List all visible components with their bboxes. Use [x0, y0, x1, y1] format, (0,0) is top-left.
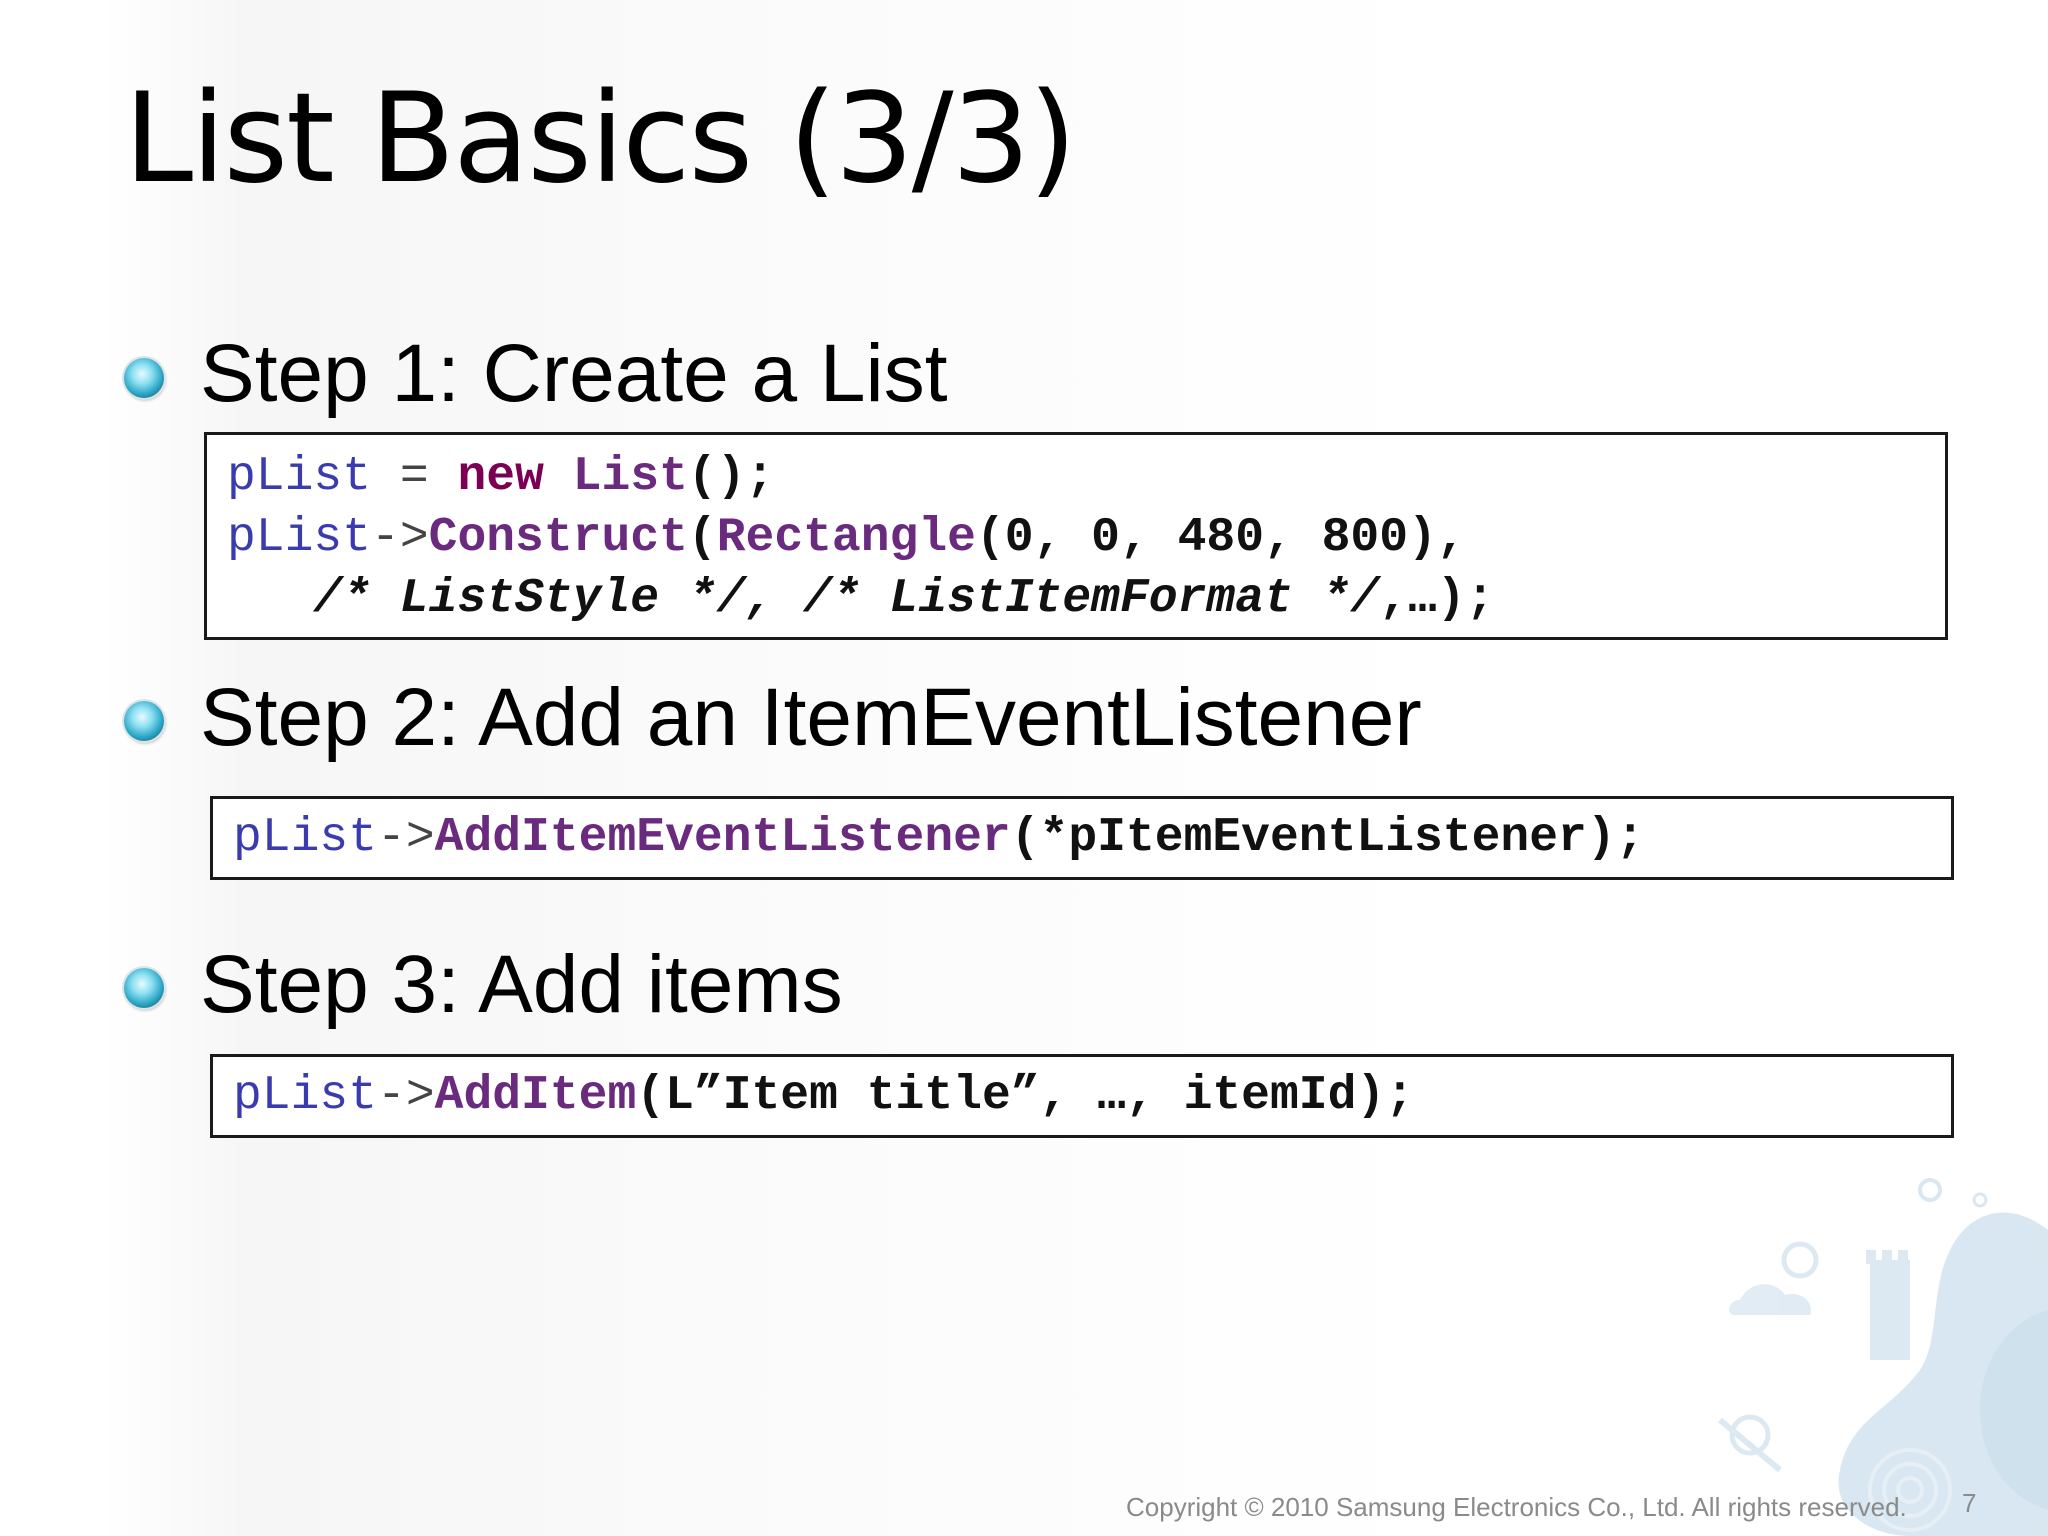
- code-token: pList: [227, 450, 372, 504]
- code-line: /* ListStyle */, /* ListItemFormat */,…)…: [227, 569, 1945, 630]
- code-token: [544, 450, 573, 504]
- code-token: ->: [371, 511, 429, 565]
- bullet-icon: [124, 701, 164, 741]
- code-token: pList: [233, 1069, 378, 1123]
- bullet-icon: [124, 358, 164, 398]
- code-token: Construct: [428, 511, 688, 565]
- code-token: pList: [227, 511, 372, 565]
- copyright-footer: Copyright © 2010 Samsung Electronics Co.…: [1126, 1492, 1907, 1522]
- code-token: (L”Item title”, …, itemId);: [636, 1069, 1415, 1123]
- code-line: pList->AddItemEventListener(*pItemEventL…: [233, 808, 1951, 869]
- code-token: (: [687, 511, 717, 565]
- code-token: Rectangle: [716, 511, 976, 565]
- code-line: pList->Construct(Rectangle(0, 0, 480, 80…: [227, 508, 1945, 569]
- code-token: ();: [687, 450, 775, 504]
- page-number: 7: [1962, 1488, 1977, 1518]
- code-token: (*pItemEventListener);: [1010, 811, 1645, 865]
- step-2-code-block: pList->AddItemEventListener(*pItemEventL…: [210, 796, 1954, 880]
- step-3-code-block: pList->AddItem(L”Item title”, …, itemId)…: [210, 1054, 1954, 1138]
- step-1-code-block: pList = new List();pList->Construct(Rect…: [204, 432, 1948, 640]
- step-3-heading: Step 3: Add items: [200, 939, 843, 1030]
- code-token: ->: [377, 811, 435, 865]
- code-token: new: [457, 450, 544, 504]
- code-token: /* ListStyle */, /* ListItemFormat */: [227, 572, 1380, 626]
- bullet-icon: [124, 968, 164, 1008]
- code-token: (0, 0, 480, 800),: [975, 511, 1466, 565]
- code-line: pList = new List();: [227, 447, 1945, 508]
- slide-title: List Basics (3/3): [124, 67, 1077, 211]
- code-token: ,…);: [1379, 572, 1495, 626]
- code-line: pList->AddItem(L”Item title”, …, itemId)…: [233, 1066, 1951, 1127]
- code-token: pList: [233, 811, 378, 865]
- code-token: =: [371, 450, 458, 504]
- code-token: List: [572, 450, 688, 504]
- code-token: ->: [377, 1069, 435, 1123]
- code-token: AddItemEventListener: [434, 811, 1011, 865]
- decorative-illustration: [1718, 1178, 2048, 1536]
- step-1-heading: Step 1: Create a List: [200, 328, 948, 419]
- code-token: AddItem: [434, 1069, 637, 1123]
- step-2-heading: Step 2: Add an ItemEventListener: [200, 672, 1422, 763]
